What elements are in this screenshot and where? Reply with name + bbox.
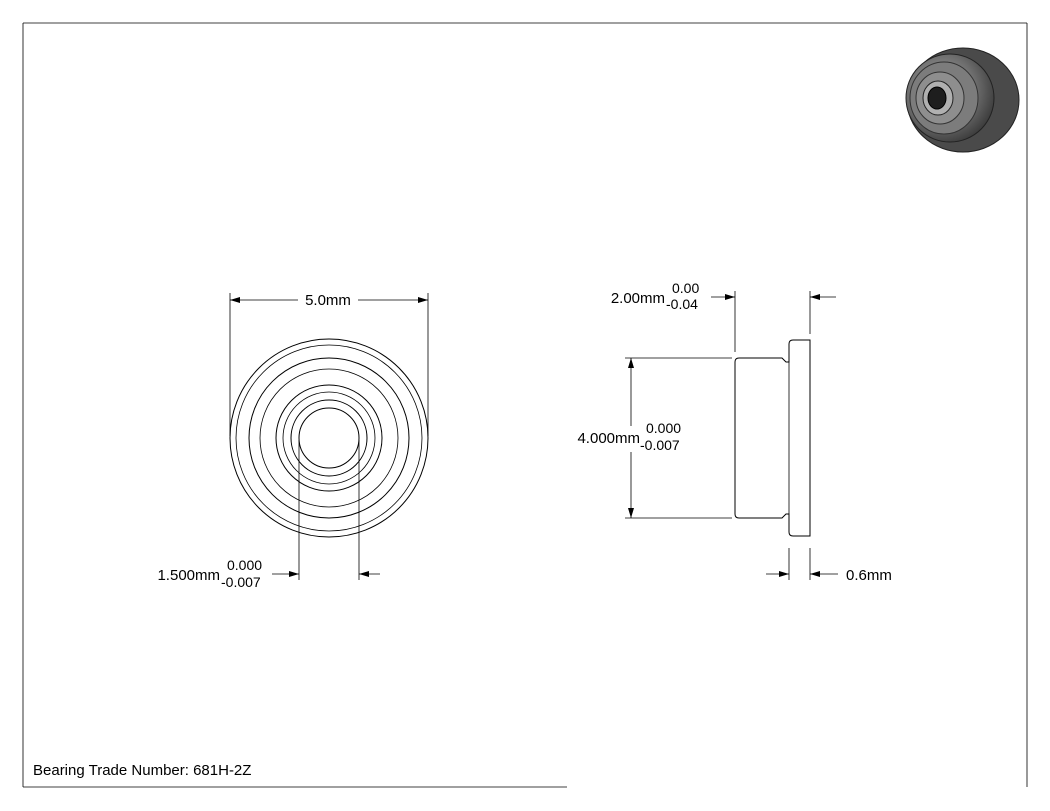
body-diameter-dimension: 4.000mm 0.000 -0.007 — [577, 357, 732, 519]
bore-upper-tol: 0.000 — [227, 557, 262, 573]
width-upper-tol: 0.00 — [672, 280, 699, 296]
outer-diameter-label: 5.0mm — [305, 292, 351, 309]
sheet-border — [22, 22, 1028, 788]
bore-nominal: 1.500mm — [157, 567, 220, 584]
bearing-trade-number: Bearing Trade Number: 681H-2Z — [33, 762, 251, 779]
width-dimension: 2.00mm 0.00 -0.04 — [611, 280, 836, 352]
flange-width-label: 0.6mm — [846, 567, 892, 584]
bore-dimension: 1.500mm 0.000 -0.007 — [157, 440, 380, 590]
flange-width-dimension: 0.6mm — [766, 548, 892, 584]
bore-lower-tol: -0.007 — [221, 574, 261, 590]
width-lower-tol: -0.04 — [666, 296, 698, 312]
outer-diameter-dimension: 5.0mm — [229, 292, 429, 436]
body-diameter-lower-tol: -0.007 — [640, 437, 680, 453]
body-diameter-nominal: 4.000mm — [577, 430, 640, 447]
bearing-3d-icon — [905, 47, 1020, 153]
body-diameter-upper-tol: 0.000 — [646, 420, 681, 436]
front-view — [229, 338, 429, 538]
side-view — [734, 339, 811, 537]
width-nominal: 2.00mm — [611, 290, 665, 307]
